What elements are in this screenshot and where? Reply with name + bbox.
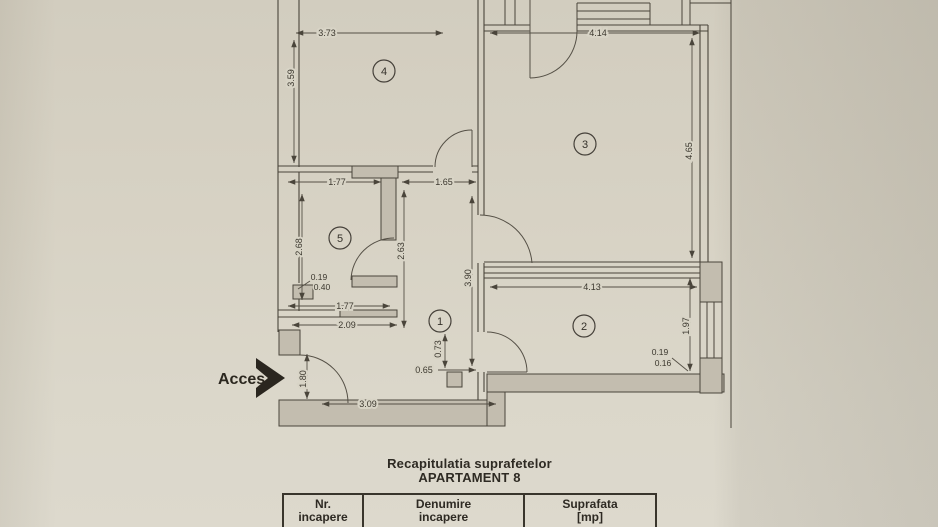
dim-label: 2.09 — [338, 320, 356, 330]
dim-label: 3.59 — [286, 69, 296, 87]
svg-text:4: 4 — [381, 66, 387, 78]
dim-label: 4.65 — [684, 142, 694, 160]
dim-label: 1.77 — [328, 177, 346, 187]
col-header-denumire: Denumire incapere — [364, 495, 525, 527]
summary-subtitle: APARTAMENT 8 — [418, 469, 521, 485]
dim-label: 0.65 — [415, 365, 433, 375]
dim-label: 2.68 — [294, 238, 304, 256]
summary-title: Recapitulatia suprafetelor — [387, 456, 552, 471]
room-number-3: 3 — [573, 132, 597, 156]
doors — [299, 0, 578, 404]
svg-text:1: 1 — [437, 316, 443, 328]
dim-label: 0.73 — [433, 340, 443, 358]
room-number-5: 5 — [328, 226, 352, 250]
door-room2 — [486, 331, 528, 373]
room-markers: 4 3 5 1 2 — [328, 59, 597, 338]
window-room2 — [699, 301, 723, 359]
summary-table: Nr. incapere Denumire incapere Suprafata… — [282, 493, 657, 527]
access: Acces — [218, 358, 285, 398]
access-label: Acces — [218, 371, 265, 388]
door-room3-top — [529, 0, 578, 79]
dimensions: 3.73 4.14 3.59 4.65 1.77 1.65 2.68 2.63 … — [284, 26, 700, 411]
access-arrow-icon — [256, 358, 285, 398]
dim-label: 4.13 — [583, 282, 601, 292]
dim-label: 0.19 — [311, 272, 328, 282]
svg-text:3: 3 — [582, 139, 588, 151]
summary-titles: Recapitulatia suprafetelor APARTAMENT 8 — [282, 457, 657, 484]
door-room5 — [350, 237, 395, 281]
col-header-suprafata: Suprafata [mp] — [562, 497, 618, 524]
dim-label: 1.97 — [681, 317, 691, 335]
walls-thick — [278, 165, 725, 427]
dim-label: 3.73 — [318, 28, 336, 38]
svg-text:5: 5 — [337, 233, 343, 245]
door-room3-left — [479, 214, 533, 264]
dim-label: 1.65 — [435, 177, 453, 187]
room-number-4: 4 — [372, 59, 396, 83]
col-header-nr: Nr. incapere — [284, 495, 364, 527]
dim-label: 3.90 — [463, 269, 473, 287]
room-number-1: 1 — [428, 309, 452, 333]
dim-label: 0.40 — [314, 282, 331, 292]
door-room4 — [434, 129, 473, 168]
svg-text:2: 2 — [581, 321, 587, 333]
dim-label: 0.16 — [655, 358, 672, 368]
dim-label: 1.77 — [336, 301, 354, 311]
room-number-2: 2 — [572, 314, 596, 338]
dim-label: 1.80 — [298, 370, 308, 388]
dim-label: 4.14 — [589, 28, 607, 38]
dim-label: 0.19 — [652, 347, 669, 357]
dim-label: 3.09 — [359, 399, 377, 409]
dim-label: 2.63 — [396, 242, 406, 260]
